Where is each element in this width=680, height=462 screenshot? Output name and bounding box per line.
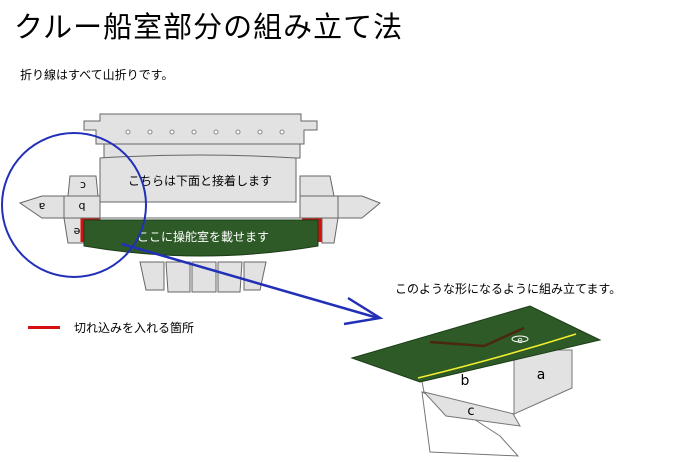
pointer-arrow-head (343, 296, 384, 326)
upper-panel-label: こちらは下面と接着します (128, 173, 272, 188)
cut-line-swatch (28, 325, 60, 329)
tab-c-label: c (80, 179, 86, 192)
fold-instruction: 折り線はすべて山折りです。 (20, 68, 174, 82)
tab-c (67, 175, 99, 197)
highlight-circle (1, 132, 147, 278)
assembled-cut-line (429, 326, 525, 348)
upper-panel (99, 154, 297, 203)
assembled-label-a: a (537, 367, 546, 383)
lower-panel-label: ここに操舵室を載せます (137, 229, 269, 244)
assembled-label-e: e (517, 336, 523, 346)
assembled-label-b: b (461, 373, 470, 389)
assembled-model: b a c e (350, 305, 602, 457)
flat-pattern (18, 113, 381, 293)
page-title: クルー船室部分の組み立て法 (14, 10, 404, 44)
tab-a-label: a (39, 200, 46, 213)
assembled-label-c: c (467, 404, 474, 419)
bottom-flap-1 (139, 261, 165, 291)
assembled-top-panel (350, 305, 602, 383)
cut-legend-label: 切れ込みを入れる箇所 (74, 320, 195, 335)
top-flap-holes (125, 129, 285, 135)
pointer-arrow-line (121, 242, 379, 320)
cut-legend: 切れ込みを入れる箇所 (28, 318, 194, 336)
right-tab-outer (337, 195, 381, 219)
right-tab-upper (299, 175, 335, 197)
tab-b-label: b (78, 200, 85, 213)
assembled-caption: このような形になるように組み立てます。 (395, 282, 622, 296)
bottom-flap-4 (217, 261, 243, 293)
top-flap (83, 113, 318, 145)
right-tab-middle (299, 195, 339, 219)
right-tab-lower (321, 217, 339, 244)
bottom-flap-2 (165, 261, 191, 293)
assembled-fold-line (417, 333, 577, 379)
assembled-tab-e (511, 335, 529, 343)
tab-e-label: e (73, 225, 80, 238)
